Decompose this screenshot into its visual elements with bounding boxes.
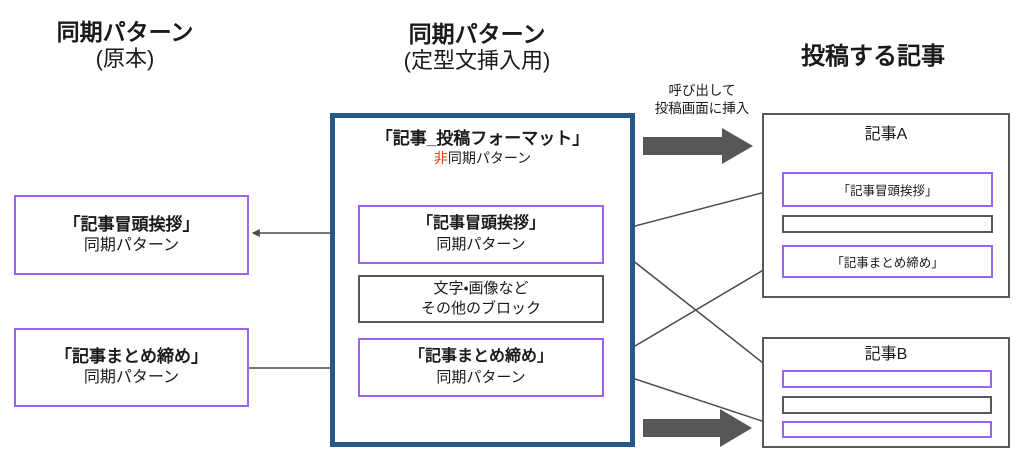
post-format-subtitle: 非同期パターン <box>335 149 630 167</box>
column-subtitle-template: (定型文挿入用) <box>403 48 551 74</box>
block-label: 「記事まとめ締め」 <box>831 256 944 270</box>
article-a-block-greeting: 「記事冒頭挨拶」 <box>782 172 993 207</box>
insert-arrow-bottom <box>643 409 752 447</box>
column-heading-template: 同期パターン (定型文挿入用) <box>357 20 597 75</box>
insert-arrow-top <box>643 128 753 164</box>
post-format-title: 「記事_投稿フォーマット」 <box>375 129 590 148</box>
block-type: 同期パターン <box>436 369 526 387</box>
unsync-prefix: 非 <box>433 150 448 167</box>
block-name: 文字・画像など <box>433 279 529 297</box>
pattern-name: 「記事冒頭挨拶」 <box>63 214 200 234</box>
format-block-closing: 「記事まとめ締め」 同期パターン <box>358 338 604 397</box>
block-label: 「記事冒頭挨拶」 <box>837 184 938 198</box>
block-type: 同期パターン <box>436 236 526 254</box>
pattern-name: 「記事まとめ締め」 <box>55 347 208 367</box>
column-title-original: 同期パターン <box>56 19 194 45</box>
original-pattern-closing-box: 「記事まとめ締め」 同期パターン <box>14 328 249 407</box>
column-heading-original: 同期パターン (原本) <box>10 18 240 73</box>
block-name: 「記事冒頭挨拶」 <box>416 215 545 233</box>
article-b-block-greeting <box>782 370 992 388</box>
unsync-rest: 同期パターン <box>447 150 532 167</box>
insert-note-line2: 投稿画面に挿入 <box>654 100 750 116</box>
article-a-block-closing: 「記事まとめ締め」 <box>782 245 993 278</box>
article-a-block-other <box>782 215 993 233</box>
article-b-title: 記事B <box>864 346 908 363</box>
block-name: 「記事まとめ締め」 <box>408 348 553 366</box>
format-block-other: 文字・画像など その他のブロック <box>358 275 604 323</box>
insert-note: 呼び出して 投稿画面に挿入 <box>628 82 776 117</box>
article-b-block-other <box>782 396 992 414</box>
pattern-type: 同期パターン <box>83 369 180 387</box>
block-type: その他のブロック <box>420 300 541 317</box>
original-pattern-greeting-box: 「記事冒頭挨拶」 同期パターン <box>14 195 249 275</box>
article-b-block-closing <box>782 421 992 438</box>
column-subtitle-original: (原本) <box>95 46 155 72</box>
column-title-articles: 投稿する記事 <box>801 43 945 70</box>
pattern-type: 同期パターン <box>83 236 180 254</box>
article-a-title: 記事A <box>864 126 908 143</box>
format-block-greeting: 「記事冒頭挨拶」 同期パターン <box>358 205 604 264</box>
column-title-template: 同期パターン <box>408 21 546 47</box>
insert-note-line1: 呼び出して <box>668 83 736 98</box>
